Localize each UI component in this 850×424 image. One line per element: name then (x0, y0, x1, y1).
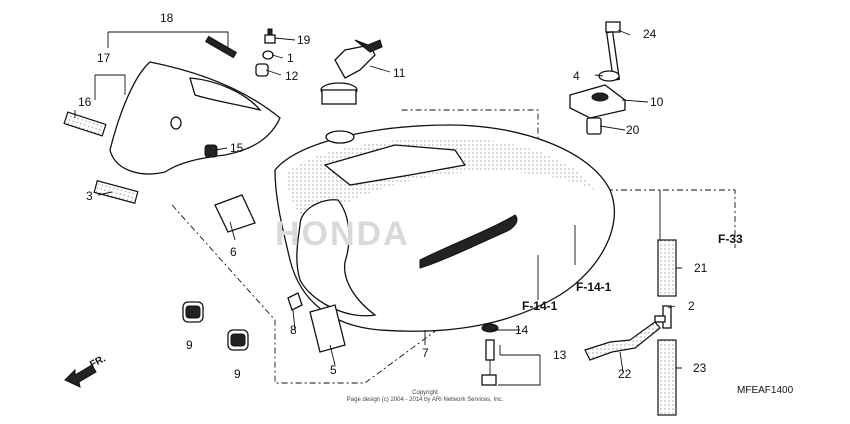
front-direction-arrow (64, 364, 97, 388)
callout-16: 16 (78, 95, 92, 109)
joint-2[interactable] (654, 305, 672, 329)
cap-nut-15[interactable] (204, 144, 218, 158)
callout-6: 6 (230, 245, 237, 259)
callout-11: 11 (393, 66, 406, 80)
callout-24: 24 (643, 27, 657, 41)
hose-21[interactable] (657, 239, 677, 297)
grommet-12[interactable] (255, 63, 269, 77)
fuel-tank[interactable] (274, 124, 615, 332)
copyright-line-1: Copyright (412, 390, 438, 396)
callout-22: 22 (618, 367, 632, 381)
copyright-line-2: Page design (c) 2004 - 2014 by ARI Netwo… (347, 397, 504, 403)
bolt-19[interactable] (264, 28, 276, 44)
tank-cover[interactable] (109, 61, 281, 175)
tube-22[interactable] (584, 321, 661, 361)
callout-10: 10 (650, 95, 664, 109)
ref-f14-1-lower: F-14-1 (522, 299, 558, 313)
callout-17: 17 (97, 51, 111, 65)
callout-2: 2 (688, 299, 695, 313)
brand-watermark: HONDA (275, 215, 410, 253)
assembly-boundary-line (171, 109, 539, 384)
rubber-pad-3[interactable] (93, 180, 139, 204)
ref-f33: F-33 (718, 232, 743, 246)
cushion-9a[interactable] (182, 301, 204, 323)
diagram-code: MFEAF1400 (737, 385, 794, 396)
ref-f14-1-upper: F-14-1 (576, 280, 612, 294)
callout-21: 21 (694, 261, 708, 275)
callout-15: 15 (230, 141, 244, 155)
callout-19: 19 (297, 33, 311, 47)
collar-20[interactable] (586, 117, 602, 135)
tape-5[interactable] (309, 304, 346, 353)
callout-18: 18 (160, 11, 174, 25)
callout-13: 13 (553, 348, 567, 362)
leader-lines (74, 29, 682, 386)
callout-3: 3 (86, 189, 93, 203)
callout-12: 12 (285, 69, 299, 83)
callout-4: 4 (573, 69, 580, 83)
callout-23: 23 (693, 361, 707, 375)
callout-7: 7 (422, 346, 429, 360)
fuel-gauge-sender-13[interactable] (481, 323, 499, 386)
mount-bracket-10[interactable] (569, 84, 626, 119)
front-direction-label: FR. (88, 353, 108, 370)
pad-8[interactable] (287, 292, 303, 311)
rubber-pad-16[interactable] (63, 111, 107, 137)
callout-14: 14 (515, 323, 529, 337)
callout-20: 20 (626, 123, 640, 137)
callout-5: 5 (330, 363, 337, 377)
emblem-strip (204, 35, 238, 59)
callout-1: 1 (287, 51, 294, 65)
cushion-9b[interactable] (227, 329, 249, 351)
washer-4[interactable] (598, 70, 620, 82)
fuel-cap-11[interactable] (320, 39, 383, 105)
callout-8: 8 (290, 323, 297, 337)
emblem-6[interactable] (214, 194, 256, 233)
collar-1[interactable] (262, 50, 274, 60)
callout-9-left: 9 (186, 338, 193, 352)
hose-23[interactable] (657, 339, 677, 416)
callout-9-right: 9 (234, 367, 241, 381)
filler-ring (325, 130, 355, 144)
